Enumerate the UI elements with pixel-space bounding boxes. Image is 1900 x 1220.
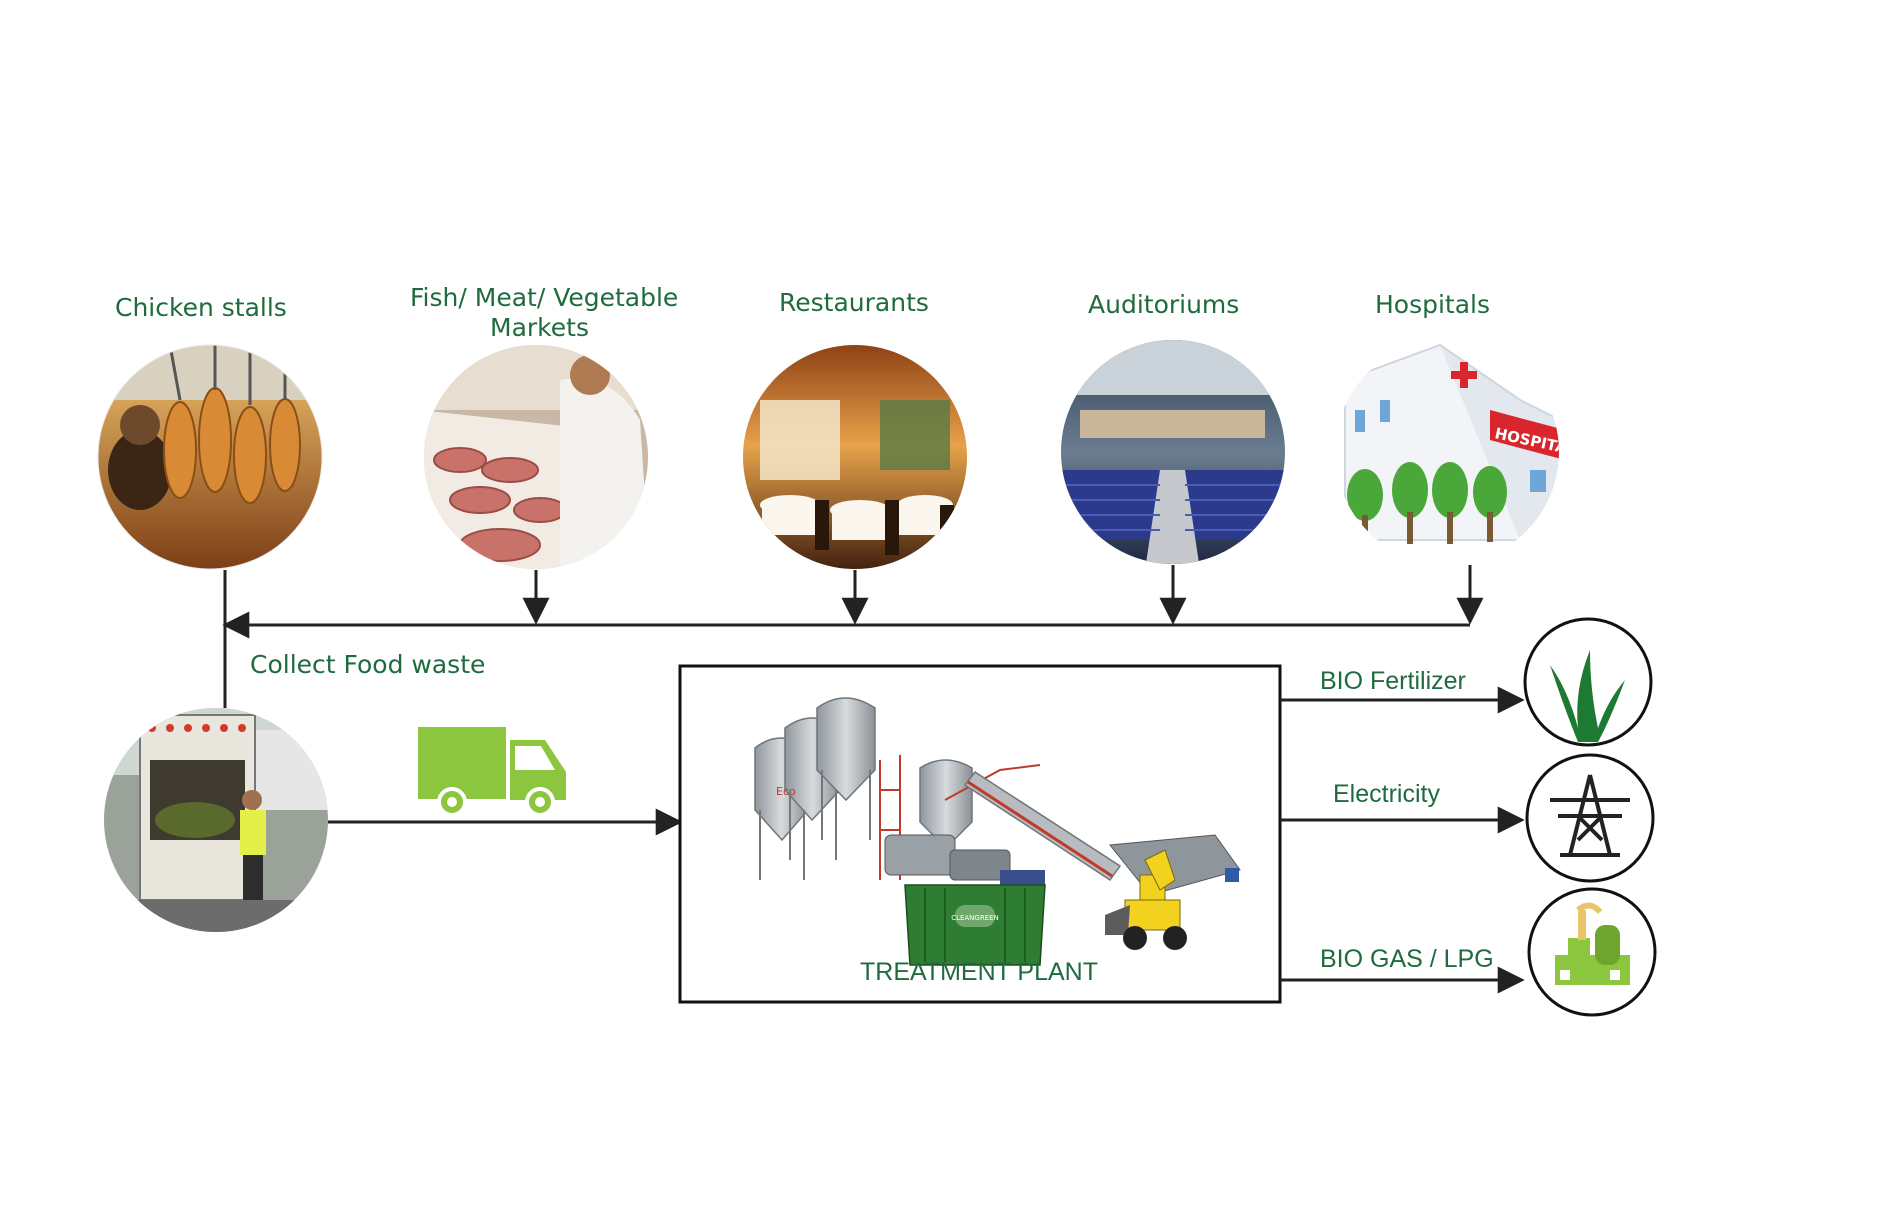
treatment-plant-label: TREATMENT PLANT xyxy=(860,958,1098,986)
output-arrows xyxy=(1280,686,1525,994)
delivery-van-icon xyxy=(418,727,566,817)
chicken-stall-photo xyxy=(98,345,322,569)
wheel-loader xyxy=(1105,849,1187,950)
restaurant-photo xyxy=(743,345,967,569)
container-brand-label: CLEANGREEN xyxy=(951,914,999,922)
source-label-chicken: Chicken stalls xyxy=(115,293,287,322)
source-label-restaurants: Restaurants xyxy=(779,288,929,317)
auditorium-photo xyxy=(1061,340,1285,564)
gas-plant-icon xyxy=(1527,887,1657,1017)
source-label-markets-line1: Fish/ Meat/ Vegetable xyxy=(410,283,679,312)
source-label-hospitals: Hospitals xyxy=(1375,290,1491,319)
garbage-truck-photo xyxy=(104,708,328,932)
tank-brand-label: Eco xyxy=(776,785,796,798)
power-tower-icon xyxy=(1525,753,1655,883)
hospital-illustration: HOSPITAL xyxy=(1335,340,1559,564)
collect-food-waste-label: Collect Food waste xyxy=(250,650,486,679)
meat-market-photo xyxy=(424,345,648,569)
source-label-auditoriums: Auditoriums xyxy=(1088,290,1240,319)
collection-lines xyxy=(222,565,1484,708)
source-label-markets-line2: Markets xyxy=(490,313,589,342)
output-label-electricity: Electricity xyxy=(1333,780,1440,808)
treatment-plant-illustration: Eco CLEANGREEN xyxy=(754,697,1241,966)
output-label-fertilizer: BIO Fertilizer xyxy=(1320,667,1466,695)
leaf-icon xyxy=(1523,617,1653,747)
output-label-biogas: BIO GAS / LPG xyxy=(1320,945,1494,973)
